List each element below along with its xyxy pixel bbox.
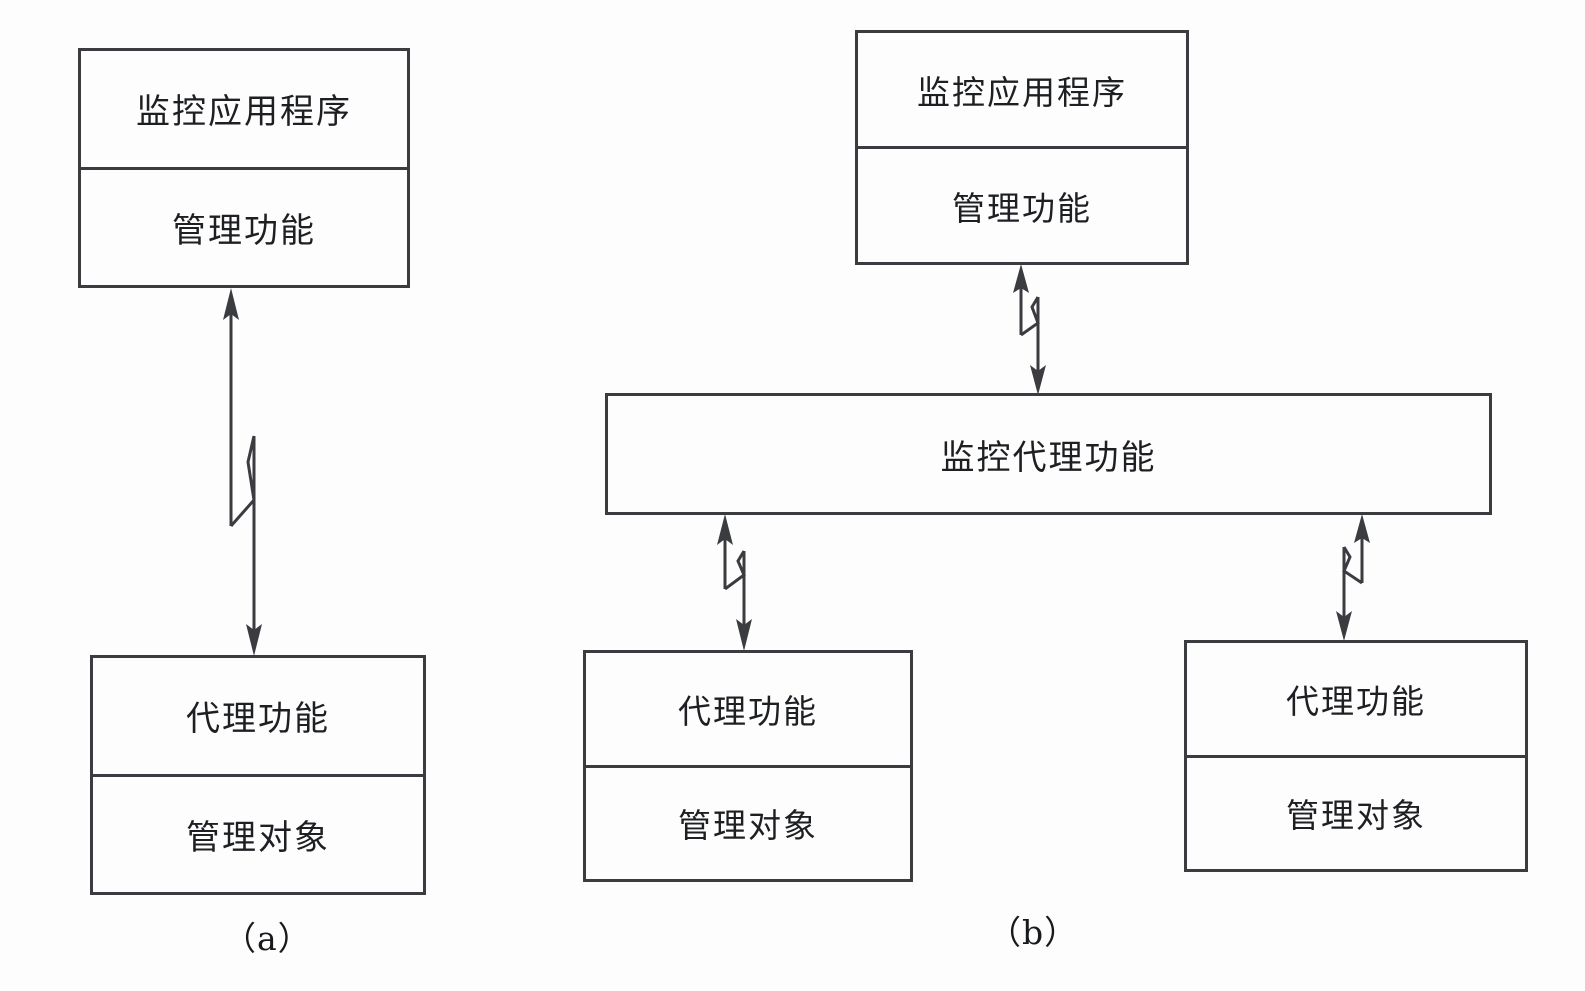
node-agent-a: 代理功能 管理对象 [90,655,426,895]
node-cell-management-function: 管理功能 [81,166,407,286]
node-agent-left: 代理功能 管理对象 [583,650,913,882]
arrowhead-up-icon [1013,264,1029,293]
node-cell-monitoring-application: 监控应用程序 [917,72,1127,112]
node-cell-managed-object: 管理对象 [93,773,423,893]
node-monitoring-application-a: 监控应用程序 管理功能 [78,48,410,288]
arrowhead-down-icon [246,624,262,656]
arrowhead-down-icon [736,619,752,651]
arrowhead-down-icon [1030,365,1046,395]
arrowhead-down-icon [1336,611,1352,641]
node-cell-agent-function: 代理功能 [678,691,818,731]
node-cell-monitoring-application: 监控应用程序 [136,92,352,133]
connector-proxy-to-agent-right [1336,514,1370,641]
connector-proxy-to-agent-left [717,514,752,651]
arrowhead-up-icon [1354,514,1370,543]
caption-a: （a） [223,919,312,958]
connector-app-to-agent-a [223,288,262,656]
connector-app-to-proxy-b [1013,264,1046,395]
node-agent-right: 代理功能 管理对象 [1184,640,1528,872]
node-cell-agent-function: 代理功能 [186,699,330,740]
caption-b: （b） [988,913,1079,952]
node-monitoring-application-b: 监控应用程序 管理功能 [855,30,1189,265]
node-cell-management-function: 管理功能 [858,146,1186,262]
node-cell-managed-object: 管理对象 [586,764,910,880]
node-cell-agent-function: 代理功能 [1286,681,1426,721]
node-monitoring-proxy-function: 监控代理功能 [605,393,1492,515]
arrowhead-up-icon [223,288,239,320]
node-cell-managed-object: 管理对象 [1187,754,1525,870]
arrowhead-up-icon [717,514,733,545]
node-cell-monitoring-proxy-function: 监控代理功能 [940,437,1157,478]
